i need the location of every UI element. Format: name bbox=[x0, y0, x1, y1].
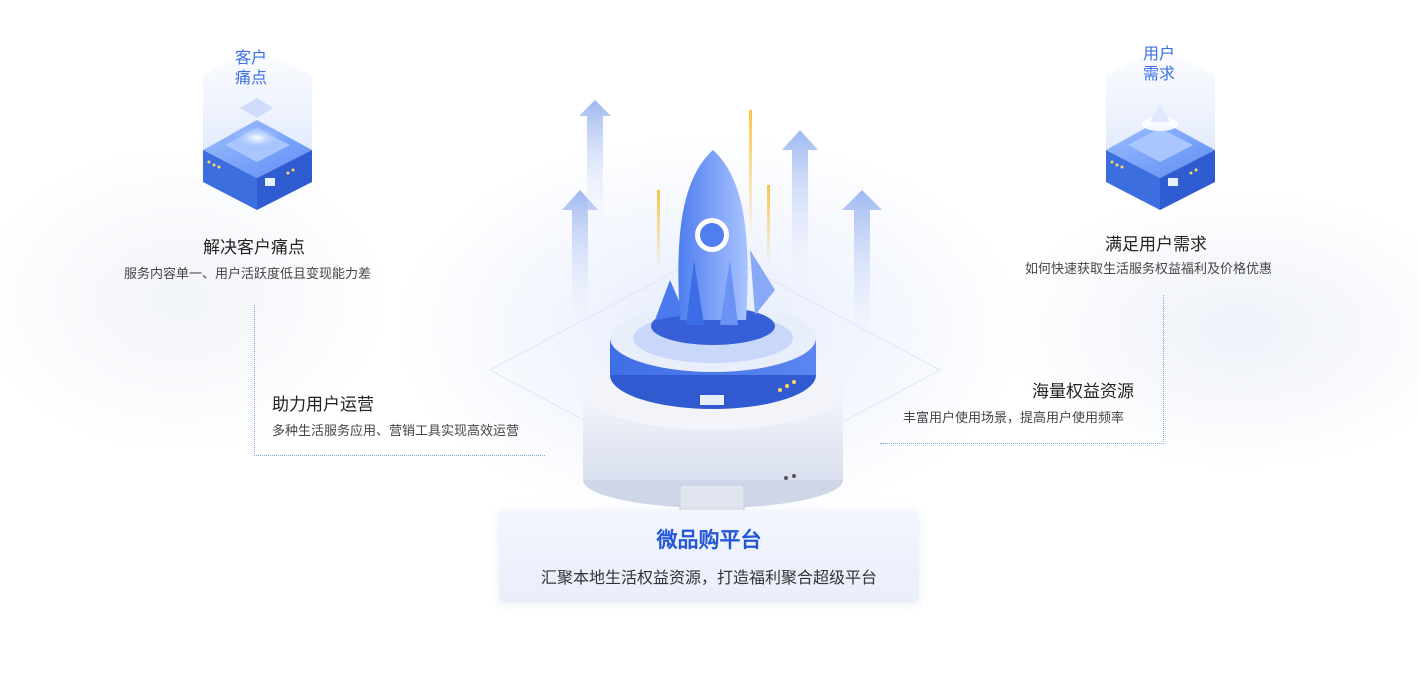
pain-cube-label-line2: 痛点 bbox=[234, 68, 267, 87]
right-connector-line bbox=[880, 295, 1164, 444]
need-desc: 如何快速获取生活服务权益福利及价格优惠 bbox=[1025, 262, 1273, 277]
pain-desc: 服务内容单一、用户活跃度低且变现能力差 bbox=[124, 267, 372, 282]
platform-subtitle: 汇聚本地生活权益资源，打造福利聚合超级平台 bbox=[540, 568, 877, 587]
pain-title: 解决客户痛点 bbox=[203, 238, 305, 258]
need-cube-label-line1: 用户 bbox=[1142, 44, 1175, 63]
need-cube-label: 用户 需求 bbox=[1124, 44, 1194, 84]
resources-desc: 丰富用户使用场景，提高用户使用频率 bbox=[903, 411, 1125, 426]
ops-desc: 多种生活服务应用、营销工具实现高效运营 bbox=[272, 424, 520, 439]
pain-cube-label-line1: 客户 bbox=[234, 48, 267, 67]
need-title: 满足用户需求 bbox=[1105, 235, 1207, 255]
left-connector-line bbox=[254, 305, 545, 456]
ops-title: 助力用户运营 bbox=[272, 395, 374, 415]
need-cube-icon bbox=[1098, 40, 1223, 225]
pain-cube-label: 客户 痛点 bbox=[216, 48, 286, 88]
pain-cube-icon bbox=[195, 40, 320, 225]
platform-title: 微品购平台 bbox=[656, 528, 762, 552]
need-cube-label-line2: 需求 bbox=[1142, 64, 1175, 83]
rocket-icon bbox=[655, 150, 775, 325]
rocket-platform-illustration bbox=[480, 90, 950, 516]
resources-title: 海量权益资源 bbox=[1032, 382, 1134, 402]
platform-card: 微品购平台 汇聚本地生活权益资源，打造福利聚合超级平台 bbox=[499, 510, 919, 602]
arrow-up-icon bbox=[562, 100, 882, 350]
